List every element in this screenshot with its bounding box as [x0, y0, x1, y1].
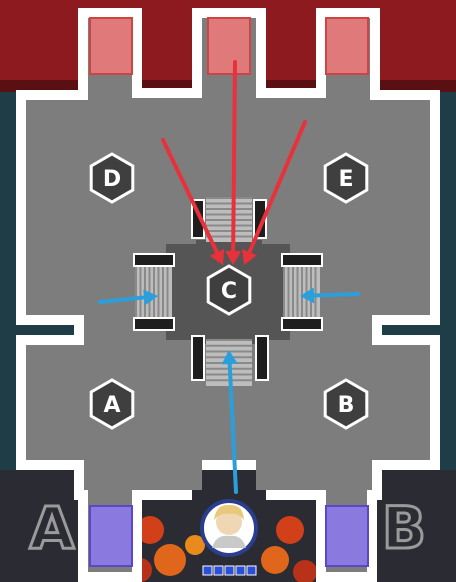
red-team-arrows [161, 60, 307, 265]
arrow-icon [161, 138, 225, 265]
center-bollards [133, 199, 323, 381]
zone-a-marker: A [89, 378, 135, 430]
zone-e-marker: E [323, 152, 369, 204]
arrow-icon [225, 60, 242, 265]
zone-markers: C D E A B [89, 152, 369, 430]
autumn-leaves-decoration [128, 516, 317, 582]
zone-letter: E [338, 167, 353, 192]
arrow-icon [98, 289, 158, 306]
floor-label-right: B [382, 494, 426, 562]
stock-pip [246, 565, 257, 576]
zone-d-marker: D [89, 152, 135, 204]
zone-letter: C [221, 279, 237, 304]
blue-spawn-right [325, 505, 369, 567]
stairs-right [283, 266, 320, 318]
stairs-left [135, 266, 172, 318]
zone-c-marker: C [206, 264, 252, 316]
hexagon-icon [323, 152, 369, 204]
zone-b-marker: B [323, 378, 369, 430]
arrow-icon [300, 287, 360, 304]
red-spawn-center [207, 17, 251, 75]
player-avatar[interactable] [200, 499, 258, 576]
red-spawn-right [325, 17, 369, 75]
stock-pip [224, 565, 235, 576]
blue-spawn-left [89, 505, 133, 567]
zone-letter: D [103, 167, 121, 192]
zone-letter: B [338, 393, 355, 418]
hexagon-icon [323, 378, 369, 430]
stock-pip [202, 565, 213, 576]
stock-pips [202, 565, 257, 576]
stock-pip [213, 565, 224, 576]
zone-letter: A [103, 393, 120, 418]
hexagon-icon [89, 152, 135, 204]
arrow-icon [221, 350, 238, 494]
blue-team-arrows [98, 287, 360, 494]
arrow-icon [242, 120, 307, 265]
stairs-top [206, 197, 252, 242]
hexagon-icon [206, 264, 252, 316]
floor-label-left: A [30, 494, 75, 562]
red-spawn-left [89, 17, 133, 75]
hexagon-icon [89, 378, 135, 430]
player-portrait-icon [212, 504, 246, 548]
stock-pip [235, 565, 246, 576]
